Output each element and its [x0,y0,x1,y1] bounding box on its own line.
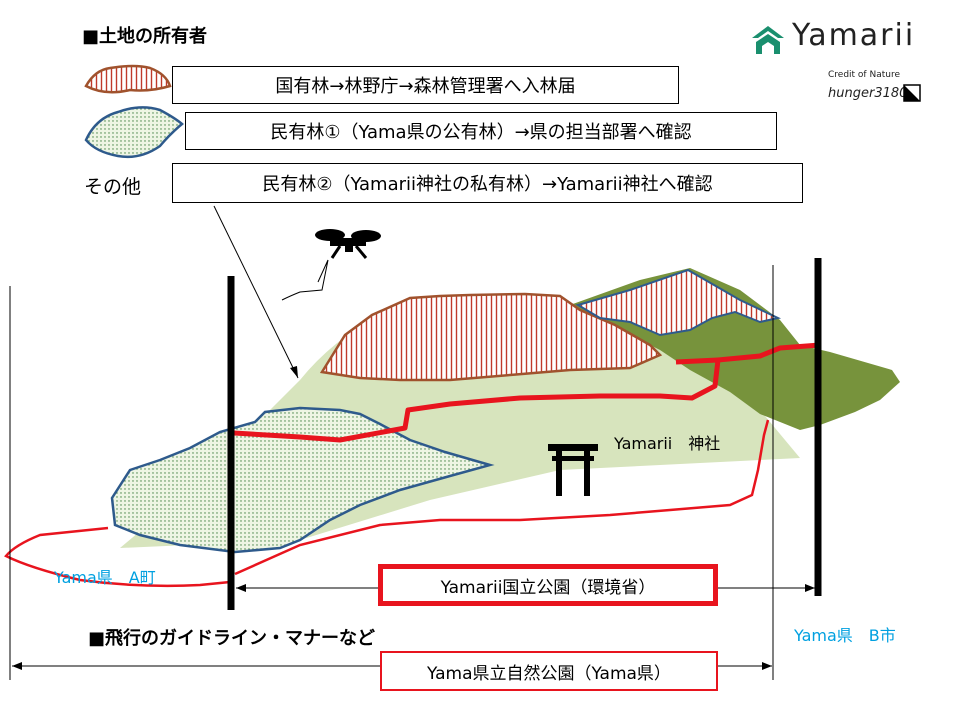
credit-mark-icon [903,84,921,102]
legend-other-label: その他 [84,176,142,198]
yamarii-logo: Yamarii [748,18,938,62]
torii-icon [548,444,598,496]
national-park-boundary-right [234,419,770,576]
shrine-label: Yamarii 神社 [614,434,721,453]
legend-national-box: 国有林→林野庁→森林管理署へ入林届 [172,66,679,104]
national-forest-center [319,292,663,382]
legend-prefectural-swatch [84,106,184,159]
callout-line [213,205,299,379]
drone-signal [281,259,329,301]
legend-private-box: 民有林②（Yamarii神社の私有林）→Yamarii神社へ確認 [172,163,803,203]
credit-user: hunger3180 [828,86,908,101]
national-park-box: Yamarii国立公園（環境省） [378,564,718,606]
prefectural-park-box: Yama県立自然公園（Yama県） [380,651,718,691]
logo-mark-icon [752,26,784,54]
guidelines-heading: ■飛行のガイドライン・マナーなど [88,628,376,649]
national-park-boundary [4,526,231,588]
legend-national-swatch [84,64,172,94]
credit-label: Credit of Nature [828,70,900,80]
city-b-label: Yama県 B市 [794,626,896,645]
legend-prefectural-box: 民有林①（Yama県の公有林）→県の担当部署へ確認 [185,112,777,150]
national-forest-right [575,268,782,337]
red-road [233,342,821,443]
prefectural-forest [110,406,495,554]
drone-icon [315,229,381,259]
logo-wordmark: Yamarii [792,18,916,53]
town-a-label: Yama県 A町 [54,568,156,587]
ownership-heading: ■土地の所有者 [82,26,208,47]
red-road-upper [675,357,719,365]
